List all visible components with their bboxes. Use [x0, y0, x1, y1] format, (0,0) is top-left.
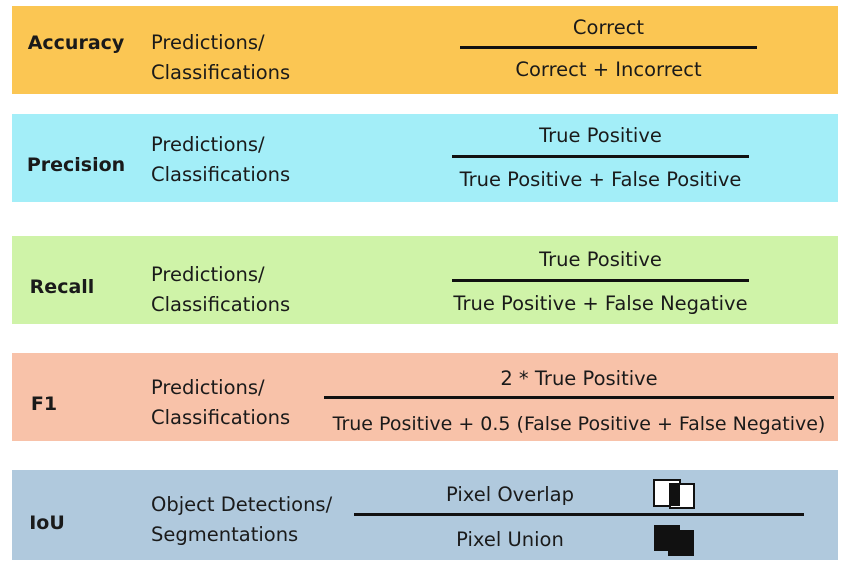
- formula: Pixel Overlap Pixel Union: [354, 470, 804, 560]
- applies-to: Object Detections/ Segmentations: [151, 490, 332, 550]
- fraction-bar: [452, 155, 749, 158]
- fraction-bar: [354, 513, 804, 516]
- metric-name: F1: [30, 393, 58, 415]
- union-squares-icon: [654, 525, 694, 556]
- formula-denominator: True Positive + False Negative: [453, 292, 748, 315]
- formula-numerator: 2 * True Positive: [500, 367, 658, 390]
- metric-name: Accuracy: [27, 32, 125, 54]
- applies-line-1: Predictions/: [151, 376, 265, 399]
- formula-numerator: Pixel Overlap: [446, 483, 574, 506]
- metric-name: Recall: [29, 276, 95, 298]
- applies-line-1: Predictions/: [151, 31, 265, 54]
- formula-numerator: True Positive: [539, 248, 662, 271]
- precision-row: Precision Predictions/ Classifications T…: [12, 114, 838, 202]
- metric-name: Precision: [26, 154, 126, 176]
- applies-to: Predictions/ Classifications: [151, 28, 290, 88]
- formula-numerator: True Positive: [539, 124, 662, 147]
- applies-line-1: Predictions/: [151, 133, 265, 156]
- applies-line-1: Predictions/: [151, 263, 265, 286]
- formula-denominator: Pixel Union: [456, 528, 564, 551]
- applies-line-2: Classifications: [151, 163, 291, 186]
- iou-row: IoU Object Detections/ Segmentations Pix…: [12, 470, 838, 560]
- formula: 2 * True Positive True Positive + 0.5 (F…: [324, 353, 834, 441]
- formula-denominator: Correct + Incorrect: [515, 58, 702, 81]
- formula: Correct Correct + Incorrect: [460, 6, 757, 94]
- recall-row: Recall Predictions/ Classifications True…: [12, 236, 838, 324]
- formula: True Positive True Positive + False Posi…: [452, 114, 749, 202]
- formula: True Positive True Positive + False Nega…: [452, 236, 749, 324]
- fraction-bar: [460, 46, 757, 49]
- fraction-bar: [452, 279, 749, 282]
- accuracy-row: Accuracy Predictions/ Classifications Co…: [12, 6, 838, 94]
- applies-line-2: Classifications: [151, 61, 291, 84]
- formula-denominator: True Positive + 0.5 (False Positive + Fa…: [332, 413, 826, 435]
- fraction-bar: [324, 396, 834, 399]
- applies-line-2: Segmentations: [151, 523, 299, 546]
- formula-denominator: True Positive + False Positive: [459, 168, 742, 191]
- applies-line-1: Object Detections/: [151, 493, 333, 516]
- formula-numerator: Correct: [572, 16, 645, 39]
- applies-to: Predictions/ Classifications: [151, 260, 290, 320]
- metric-name: IoU: [29, 512, 65, 534]
- applies-to: Predictions/ Classifications: [151, 130, 290, 190]
- applies-to: Predictions/ Classifications: [151, 373, 290, 433]
- applies-line-2: Classifications: [151, 293, 291, 316]
- overlap-squares-icon: [653, 479, 695, 509]
- applies-line-2: Classifications: [151, 406, 291, 429]
- f1-row: F1 Predictions/ Classifications 2 * True…: [12, 353, 838, 441]
